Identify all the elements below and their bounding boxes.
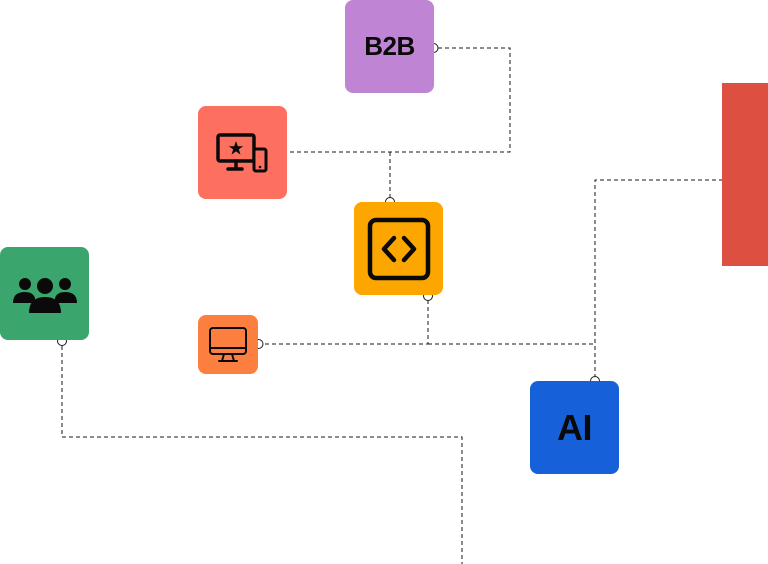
code-tile bbox=[354, 202, 443, 295]
monitor-tile bbox=[198, 315, 258, 374]
team-tile bbox=[0, 247, 89, 340]
ai-tile: AI bbox=[530, 381, 619, 474]
connector-side-to-ai bbox=[594, 179, 723, 376]
connector-code-to-monitor bbox=[263, 300, 429, 345]
ai-label: AI bbox=[557, 406, 593, 448]
code-brackets-icon bbox=[367, 217, 430, 280]
red-side-block bbox=[722, 83, 768, 266]
multidevice-tile bbox=[198, 106, 287, 199]
people-group-icon bbox=[12, 277, 77, 313]
connector-team-down bbox=[61, 346, 463, 564]
b2b-label: B2B bbox=[364, 31, 415, 61]
connector-b2b-to-code bbox=[287, 47, 511, 153]
desktop-star-mobile-icon bbox=[215, 132, 267, 172]
b2b-tile: B2B bbox=[345, 0, 434, 93]
monitor-icon bbox=[209, 326, 247, 362]
